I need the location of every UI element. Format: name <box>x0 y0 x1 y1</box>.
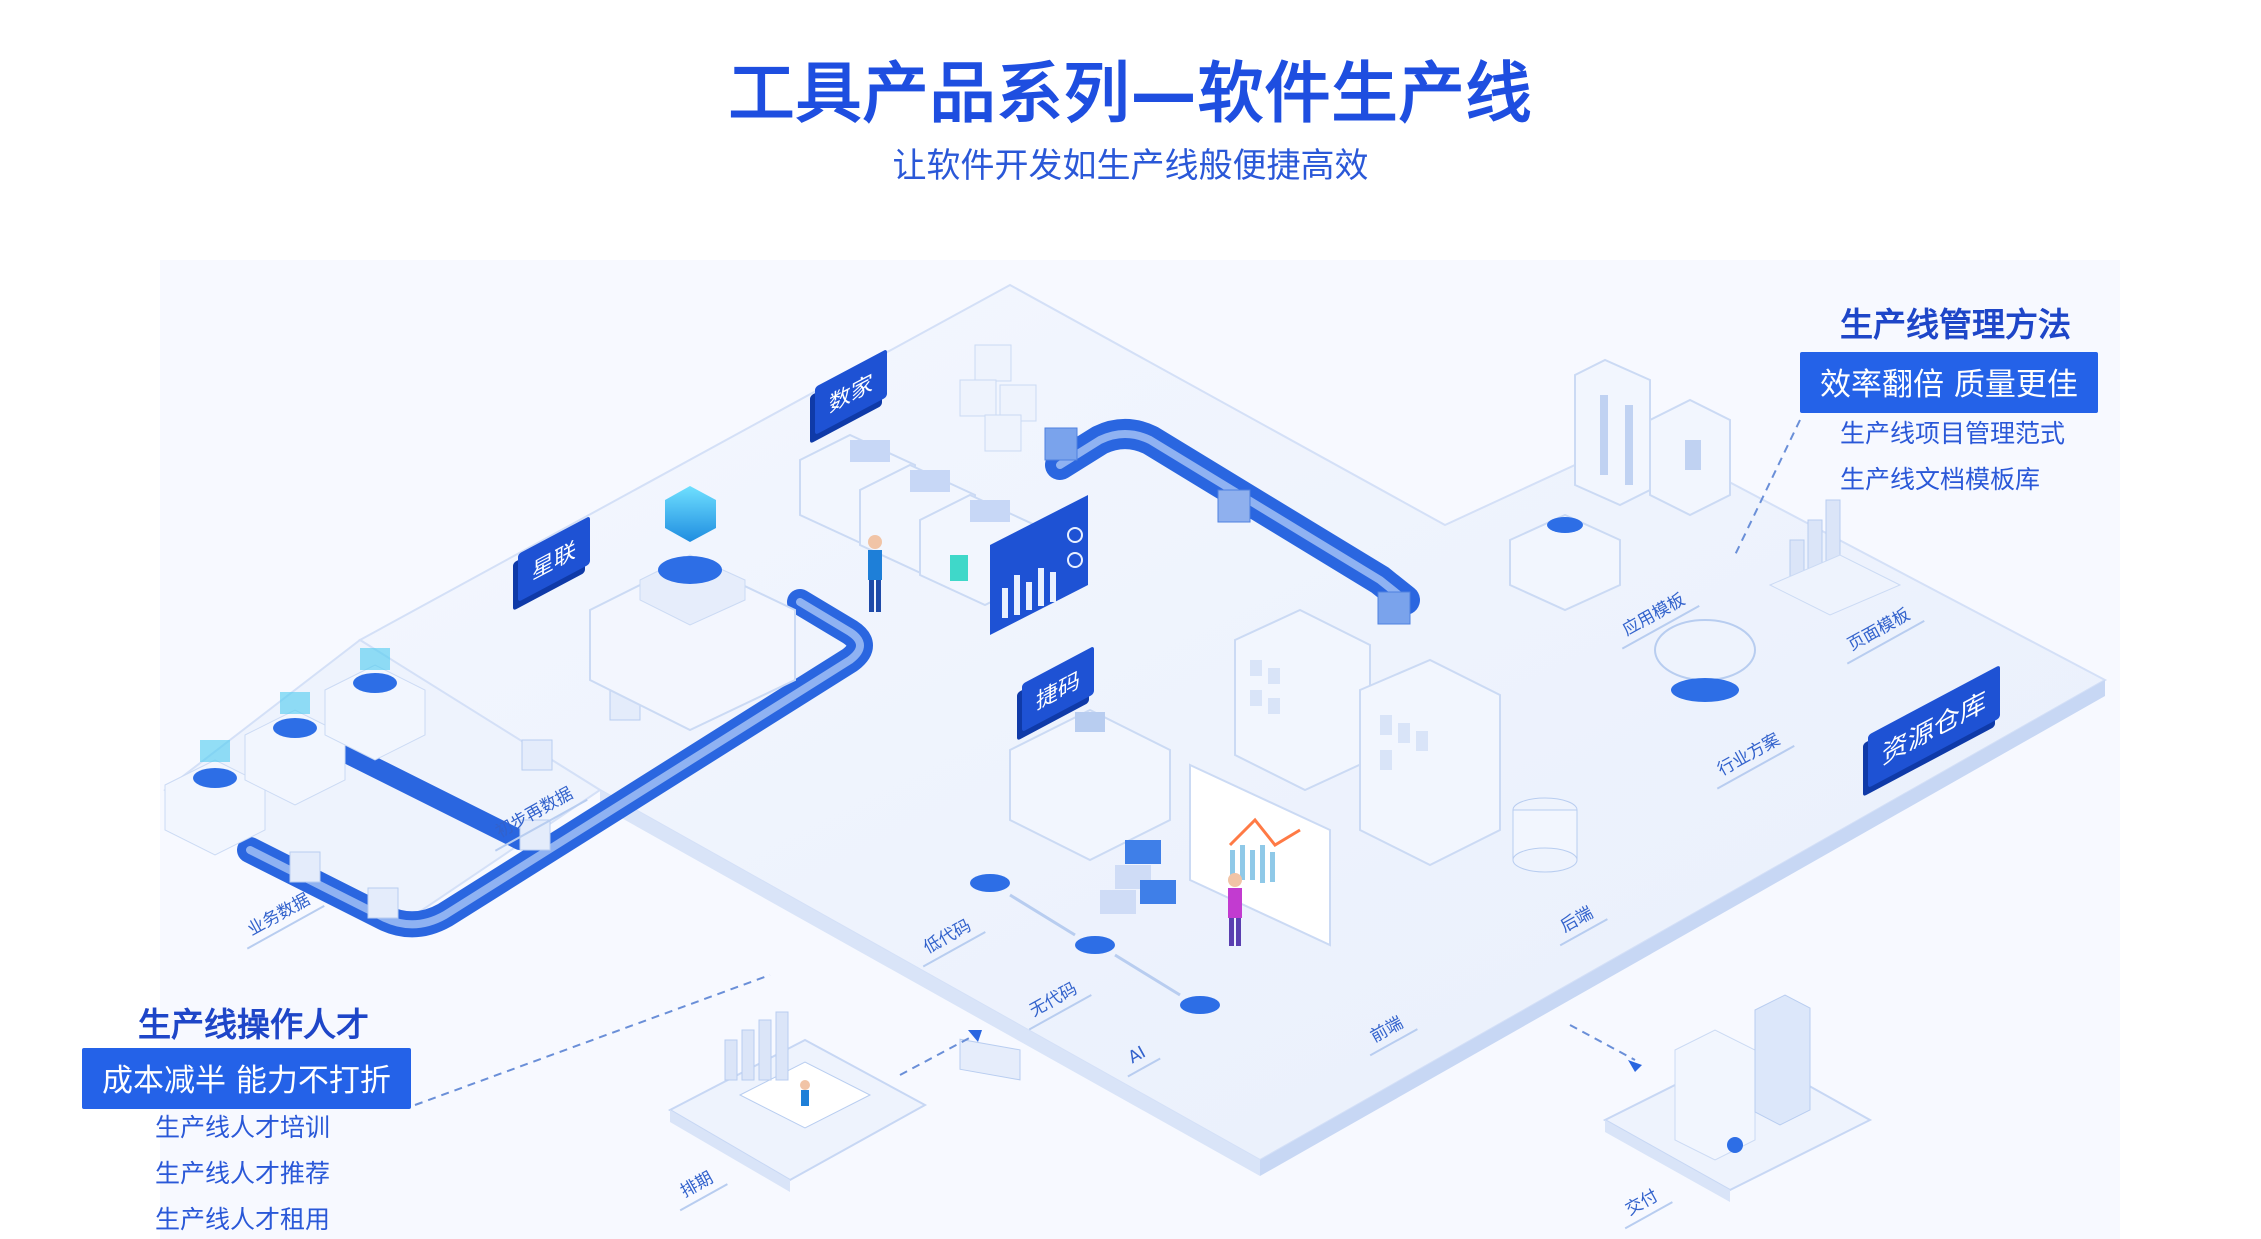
talent-item: 生产线人才培训 <box>155 1113 331 1142</box>
page-subtitle: 让软件开发如生产线般便捷高效 <box>892 146 1369 186</box>
management-item: 生产线文档模板库 <box>1840 465 2041 494</box>
delivery-platform <box>1602 994 1873 1202</box>
talent-heading: 生产线操作人才 <box>138 1005 369 1044</box>
page-title: 工具产品系列—软件生产线 <box>728 55 1533 132</box>
xinglian-station <box>589 486 796 732</box>
talent-item: 生产线人才租用 <box>155 1205 331 1234</box>
resource-warehouse <box>1509 358 1902 702</box>
jiema-station <box>959 708 1220 1081</box>
presentation-board <box>1189 763 1331 947</box>
talent-badge: 成本减半 能力不打折 <box>82 1048 411 1109</box>
worker-figure <box>868 535 882 612</box>
talent-item: 生产线人才推荐 <box>155 1159 331 1188</box>
management-badge: 效率翻倍 质量更佳 <box>1800 352 2098 413</box>
management-heading: 生产线管理方法 <box>1840 305 2071 344</box>
office-buildings <box>1234 608 1578 873</box>
management-item: 生产线项目管理范式 <box>1840 419 2066 448</box>
data-hubs <box>164 648 426 856</box>
schedule-platform <box>667 1011 928 1192</box>
arrow-heads <box>968 1030 1642 1072</box>
conveyor-belt <box>237 419 1420 938</box>
connector-lines <box>414 419 1801 1106</box>
dashboard-screen <box>990 495 1088 635</box>
